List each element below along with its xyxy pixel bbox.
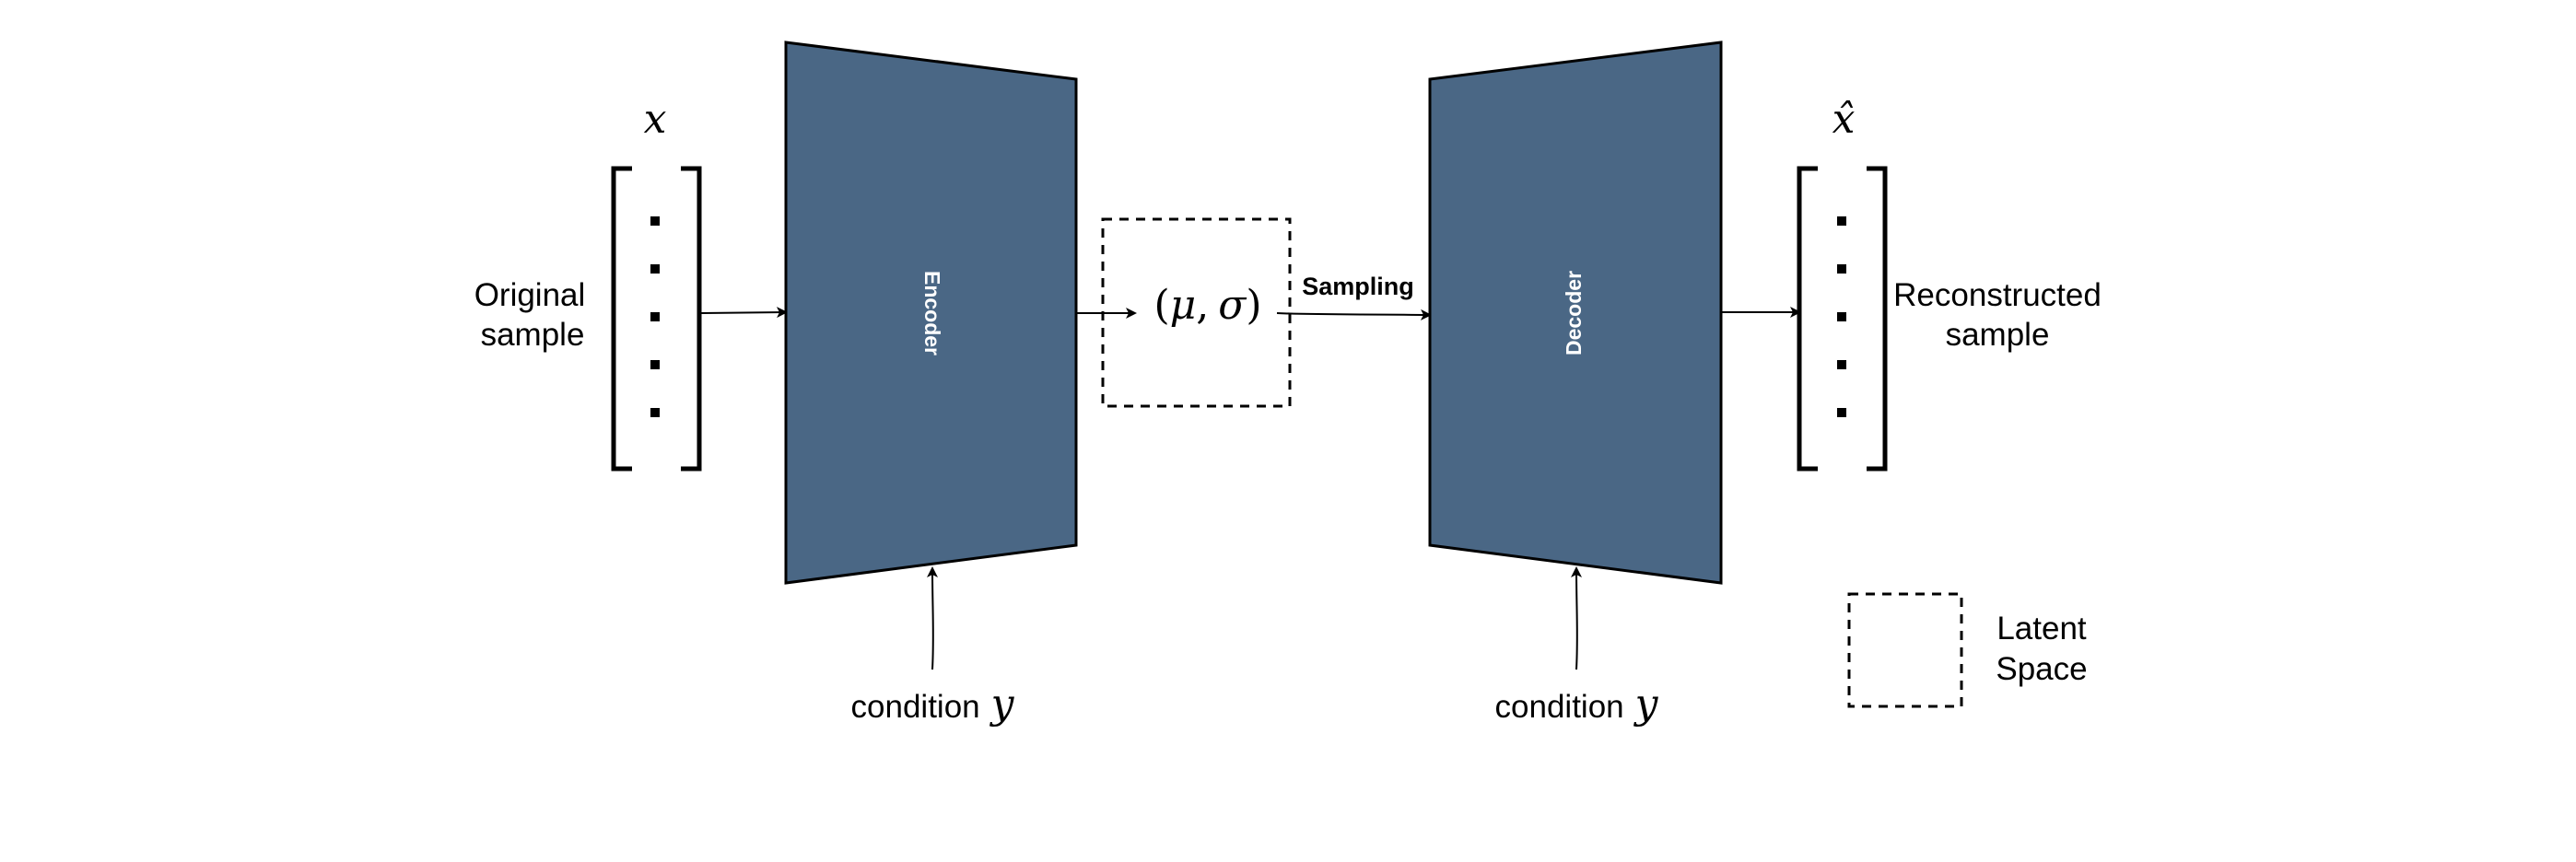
latent-mu-sigma: (μ,σ) (1154, 282, 1262, 329)
input-label-line1: Original (474, 277, 586, 313)
decoder-label: Decoder (1562, 271, 1586, 355)
encoder-condition-symbol: y (989, 681, 1015, 728)
encoder-label: Encoder (920, 271, 944, 355)
legend-label-line2: Space (1996, 651, 2087, 687)
input-dot (650, 264, 660, 274)
encoder-block (784, 41, 1078, 585)
input-vector (611, 166, 702, 472)
output-dot (1837, 216, 1846, 226)
output-label-line1: Reconstructed (1893, 277, 2102, 313)
input-symbol: x (644, 96, 667, 143)
output-dot (1837, 264, 1846, 274)
input-dot (650, 216, 660, 226)
legend-dashed-box (1847, 592, 1963, 708)
output-dot (1837, 312, 1846, 321)
sampling-label: Sampling (1302, 273, 1414, 300)
input-left-bracket (611, 166, 632, 472)
latent-open-paren: ( (1154, 282, 1170, 329)
input-dot (650, 312, 660, 321)
arrow-input-to-encoder (698, 307, 788, 319)
arrow-sampling (1276, 309, 1432, 320)
output-label-line2: sample (1946, 317, 2050, 353)
output-vector (1797, 166, 1888, 472)
encoder-condition-word: condition (851, 689, 980, 725)
latent-sigma: σ (1218, 282, 1247, 329)
decoder-condition-symbol: y (1633, 681, 1659, 728)
input-dot (650, 408, 660, 417)
output-symbol: x̂ (1832, 96, 1856, 143)
arrow-condition-to-decoder (1571, 566, 1583, 670)
input-label-line2: sample (481, 317, 585, 353)
input-dot (650, 360, 660, 369)
arrow-condition-to-encoder (927, 566, 939, 670)
output-left-bracket (1797, 166, 1818, 472)
output-dot (1837, 408, 1846, 417)
latent-close-paren: ) (1246, 282, 1261, 329)
latent-comma: , (1196, 282, 1209, 329)
decoder-block (1428, 41, 1723, 585)
input-right-bracket (681, 166, 702, 472)
output-dot (1837, 360, 1846, 369)
legend-label-line1: Latent (1996, 611, 2087, 646)
decoder-condition-word: condition (1495, 689, 1624, 725)
output-right-bracket (1867, 166, 1888, 472)
latent-mu: μ (1170, 282, 1197, 329)
